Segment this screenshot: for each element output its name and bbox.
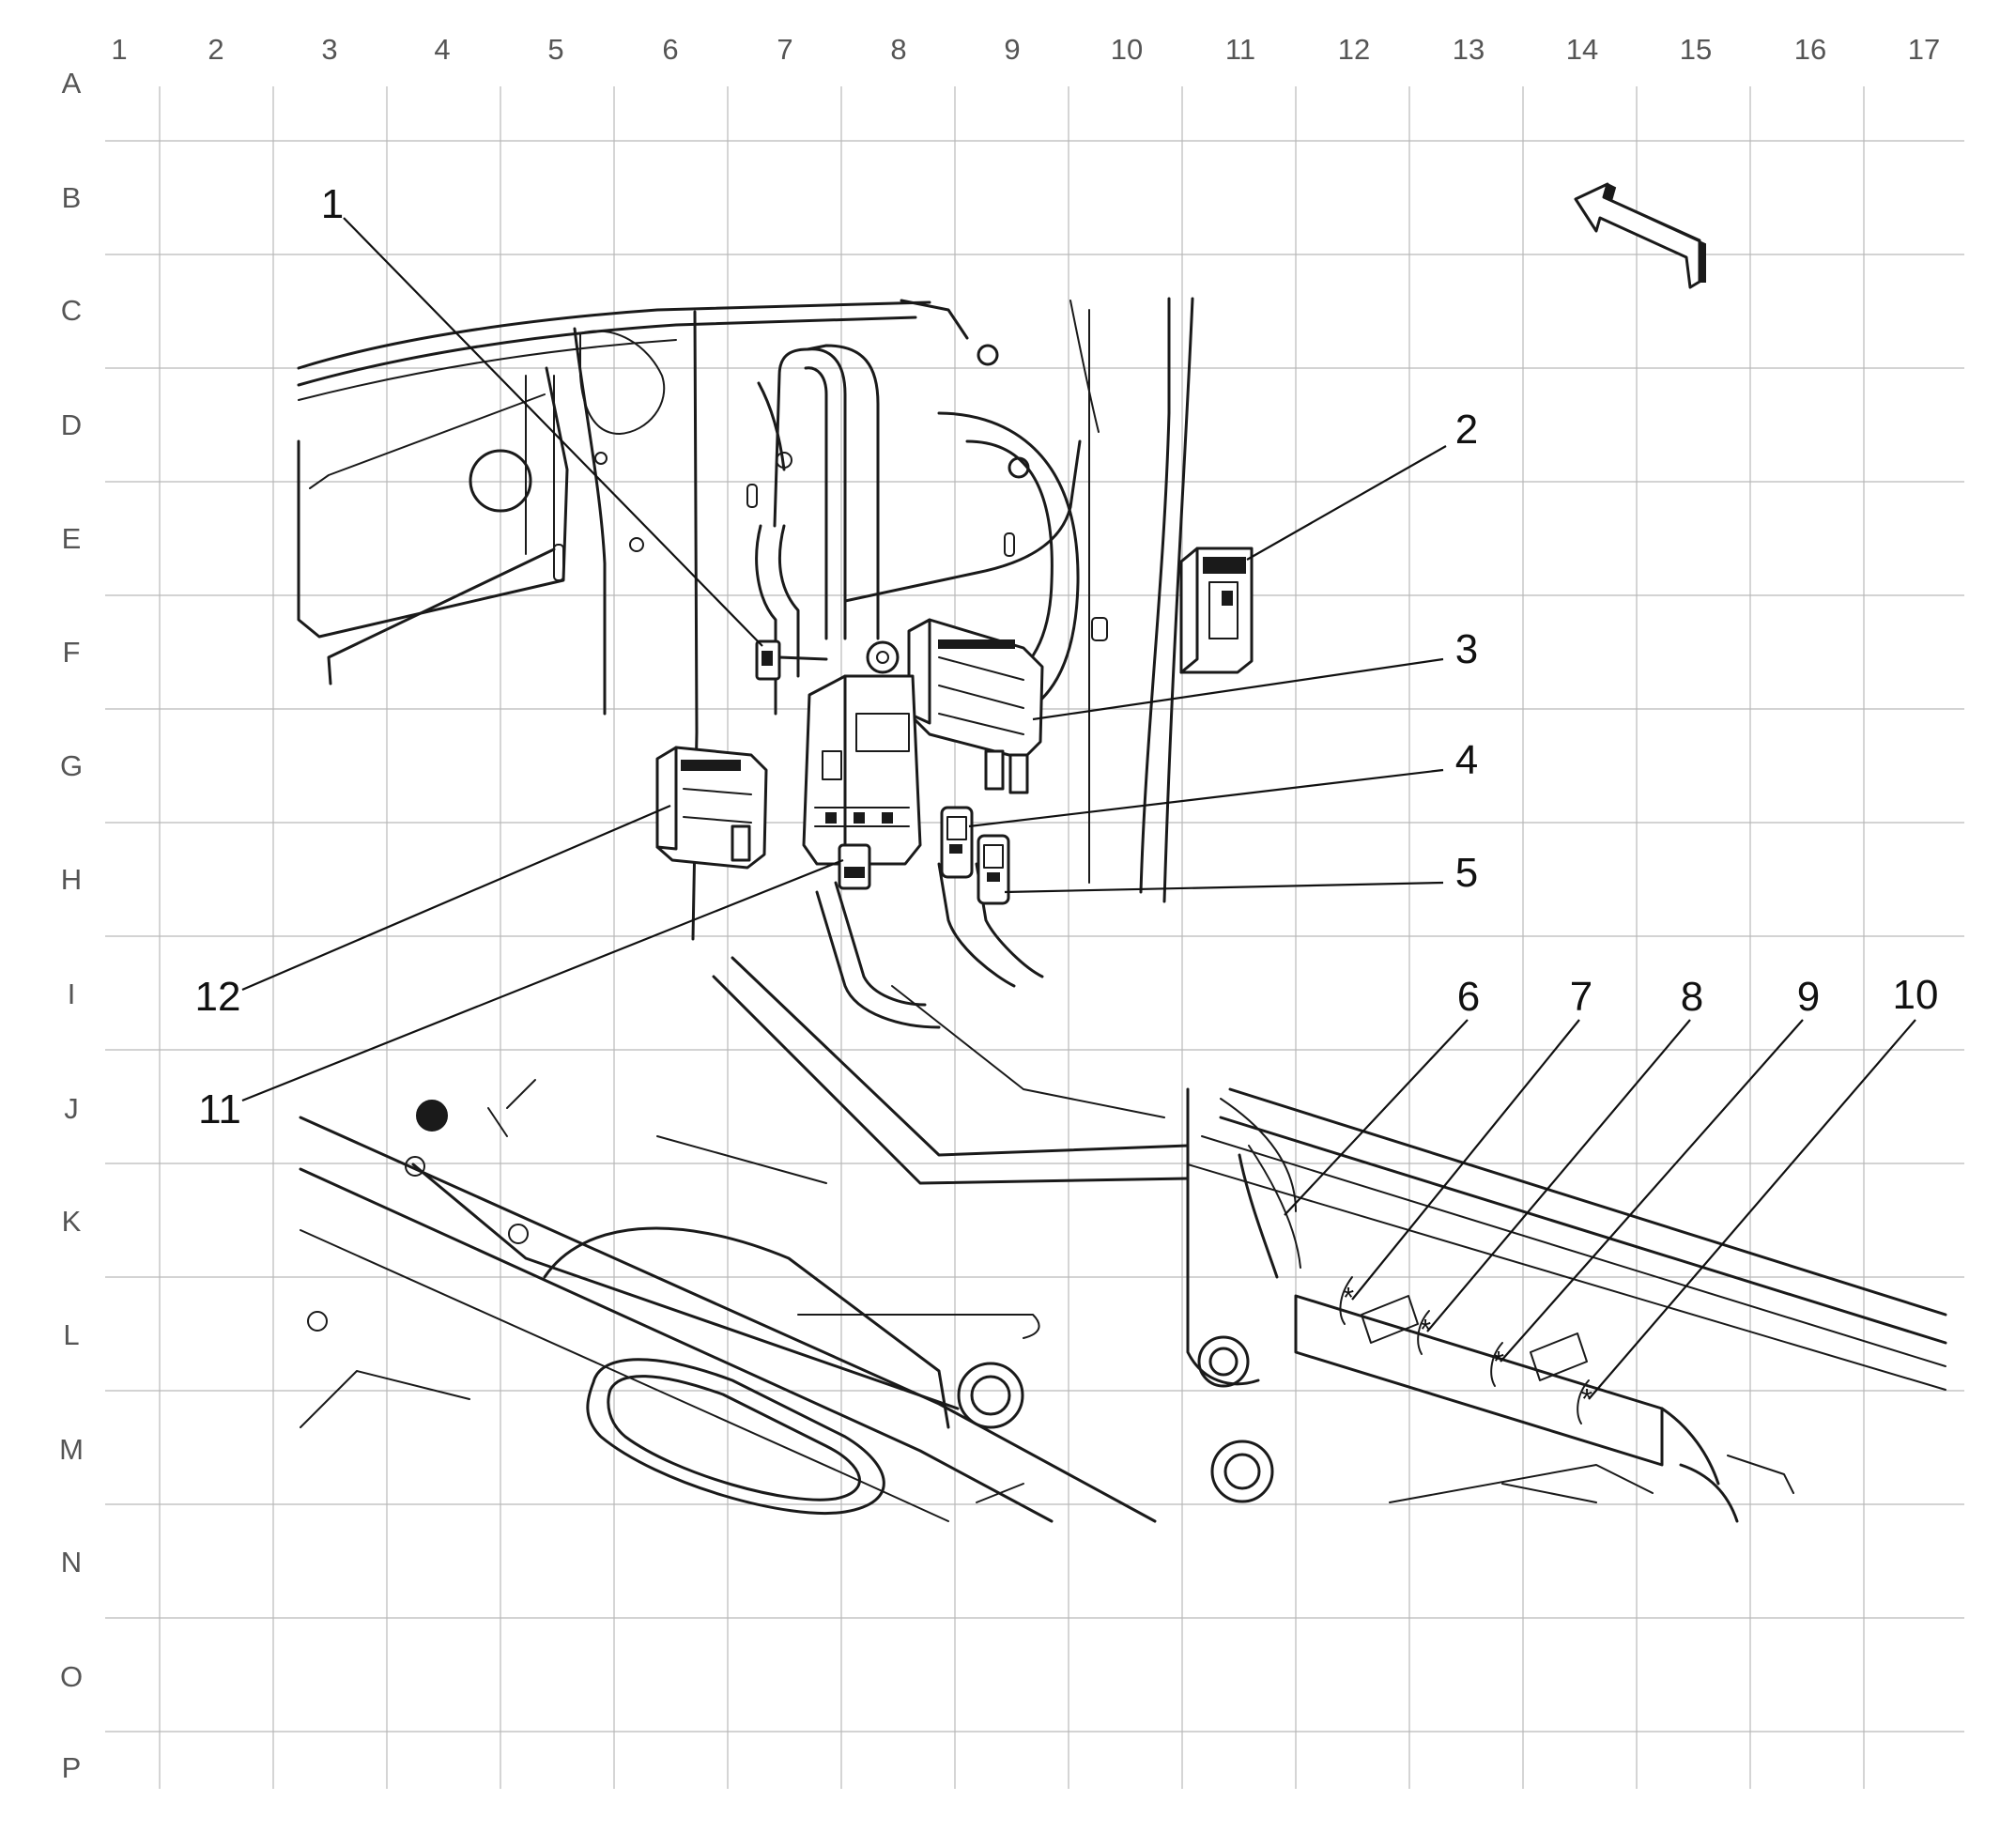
grid-column-label: 15 <box>1680 33 1712 66</box>
front-direction-arrow-icon <box>1574 182 1706 289</box>
grid-row-label: A <box>62 67 82 100</box>
component-5-connector <box>977 834 1010 905</box>
junction-bracket <box>802 640 922 866</box>
callout-10: 10 <box>1893 972 1939 1018</box>
grid-column-label: 5 <box>547 33 563 66</box>
callout-12: 12 <box>195 974 241 1020</box>
reference-grid <box>105 86 1964 1789</box>
component-12-module <box>655 746 768 870</box>
component-11-connector <box>838 843 871 890</box>
grid-row-label: L <box>63 1318 79 1351</box>
grid-row-label: B <box>62 181 82 214</box>
grid-row-label: D <box>61 408 82 441</box>
grid-column-label: 2 <box>208 33 223 66</box>
component-1-inline-connector <box>755 639 828 681</box>
grid-row-label: H <box>61 863 82 896</box>
grid-row-label: O <box>60 1660 83 1693</box>
grid-column-label: 14 <box>1566 33 1598 66</box>
callout-5: 5 <box>1455 850 1478 896</box>
component-6-harness-segment <box>1238 1153 1279 1279</box>
grid-column-label: 8 <box>890 33 906 66</box>
grid-row-label: C <box>61 294 82 327</box>
callout-7: 7 <box>1570 974 1592 1020</box>
rocker-sill <box>1187 1087 1947 1523</box>
grid-column-label: 11 <box>1225 33 1255 66</box>
grid-row-label: M <box>59 1433 84 1466</box>
component-3-control-module <box>907 618 1044 794</box>
quarter-inner-panel <box>297 366 569 685</box>
grid-column-label: 1 <box>111 33 127 66</box>
callout-1: 1 <box>321 181 344 227</box>
grid-column-label: 7 <box>777 33 792 66</box>
svg-text:*: * <box>1343 1281 1354 1314</box>
grid-column-label: 17 <box>1908 33 1940 66</box>
svg-text:*: * <box>1581 1382 1592 1415</box>
grid-row-label: G <box>60 749 83 782</box>
grid-row-label: K <box>62 1205 82 1238</box>
component-4-connector <box>940 806 974 879</box>
callout-6: 6 <box>1457 974 1480 1020</box>
floor-pan <box>299 956 1654 1523</box>
grid-row-label: N <box>61 1546 82 1578</box>
callout-9: 9 <box>1797 974 1820 1020</box>
grid-column-label: 16 <box>1794 33 1826 66</box>
components: * * * * <box>655 182 1706 1424</box>
grid-column-label: 3 <box>321 33 337 66</box>
callout-number-labels: 1 2 3 4 5 6 7 8 9 10 11 12 <box>195 181 1939 1132</box>
callout-leader-lines <box>241 217 1916 1400</box>
floor-drain-hole <box>957 1362 1024 1429</box>
grid-row-label: J <box>64 1092 79 1125</box>
grid-column-label: 10 <box>1111 33 1143 66</box>
grid-column-label: 6 <box>662 33 678 66</box>
grid-row-label: E <box>62 522 82 555</box>
panel-hole <box>469 449 532 513</box>
callout-2: 2 <box>1455 407 1478 453</box>
grid-column-label: 4 <box>434 33 450 66</box>
grid-column-label: 13 <box>1453 33 1485 66</box>
pillar-panel <box>573 297 1194 941</box>
callout-4: 4 <box>1455 737 1478 783</box>
callout-11: 11 <box>198 1086 241 1132</box>
svg-text:*: * <box>1493 1345 1504 1378</box>
component-2-module <box>1179 547 1254 674</box>
grid-row-label: P <box>62 1751 82 1784</box>
grid-column-label: 9 <box>1004 33 1020 66</box>
sill-clip-markers: * * * * <box>1339 1276 1592 1424</box>
roof-rail <box>297 300 931 401</box>
grid-row-label: F <box>63 636 81 669</box>
floor-drain-hole <box>1210 1440 1274 1503</box>
grid-column-label: 12 <box>1338 33 1370 66</box>
drain-plug <box>416 1100 448 1132</box>
grid-row-labels: A B C D E F G H I J K L M N O P <box>59 67 84 1784</box>
callout-8: 8 <box>1681 974 1703 1020</box>
callout-3: 3 <box>1455 626 1478 672</box>
grid-row-label: I <box>68 978 76 1010</box>
